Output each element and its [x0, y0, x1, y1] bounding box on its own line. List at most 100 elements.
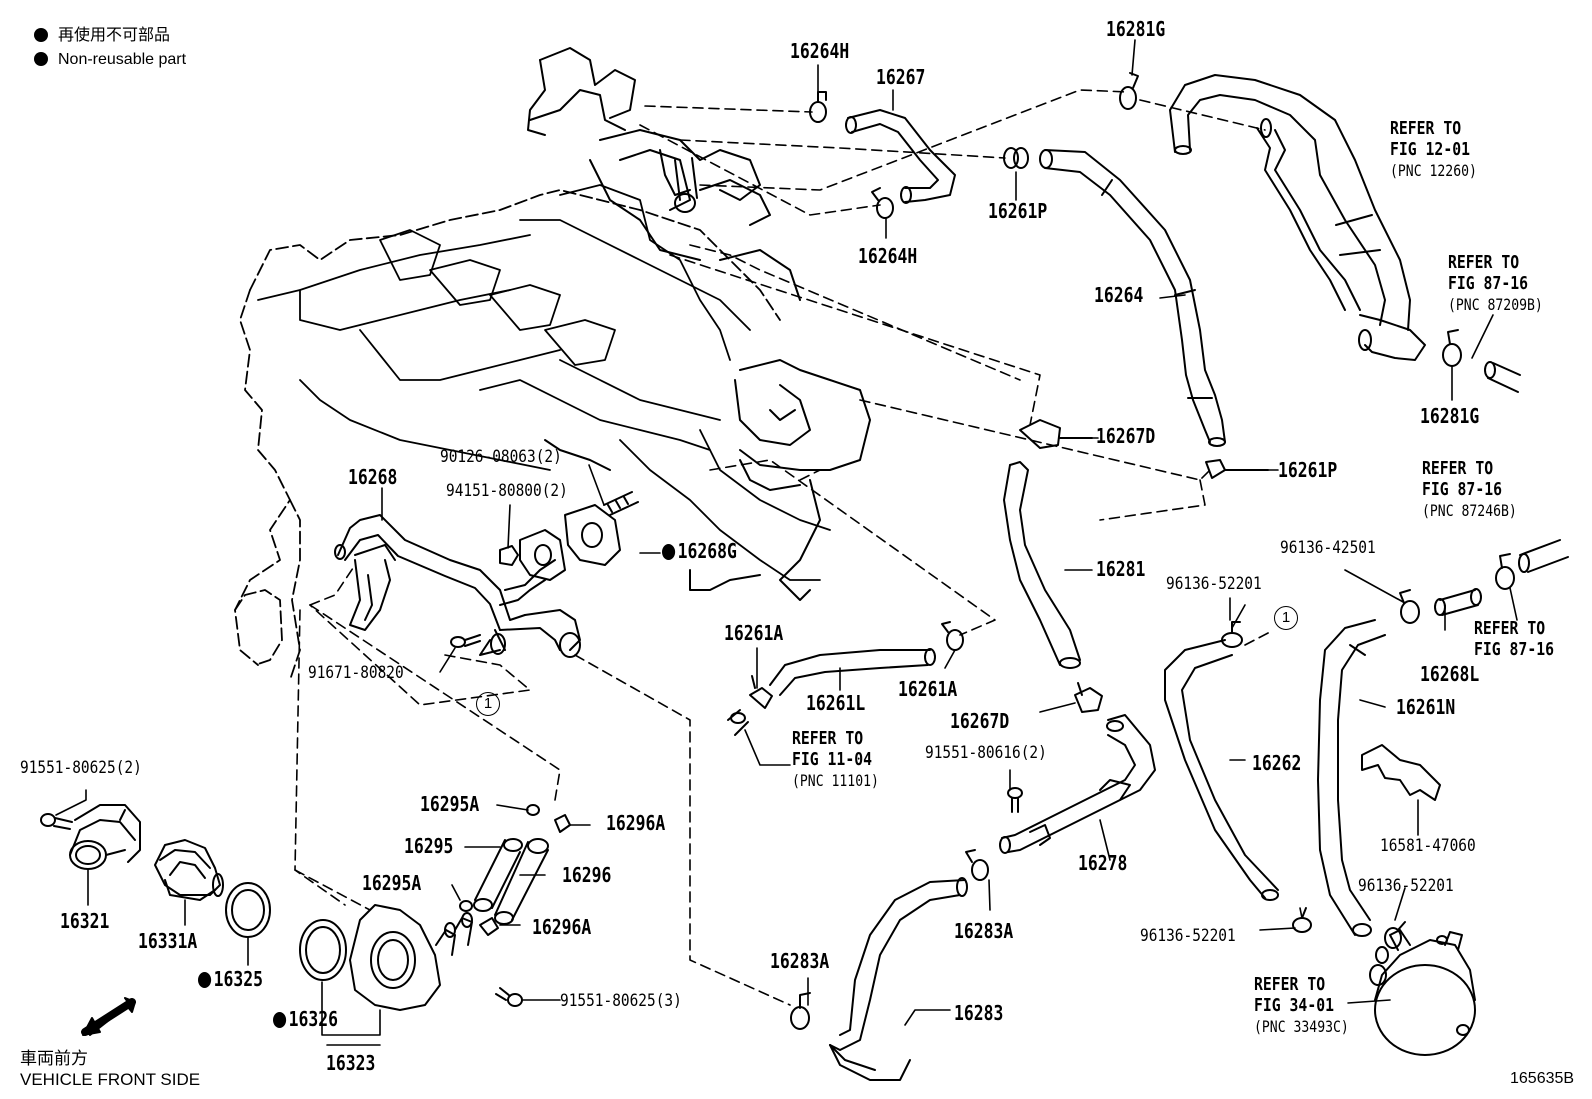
hose-16283	[829, 877, 968, 1081]
part-label-16267[interactable]: 16267	[876, 65, 926, 89]
part-label-16283[interactable]: 16283	[954, 1001, 1004, 1025]
pipe-16278	[999, 714, 1156, 854]
part-label-96136-42501[interactable]: 96136-42501	[1280, 538, 1376, 558]
part-label-16261P-top[interactable]: 16261P	[988, 199, 1048, 223]
part-label-16264H-bottom[interactable]: 16264H	[858, 244, 918, 268]
bolt-91671	[450, 634, 481, 648]
refer-line-1: REFER TO	[1390, 118, 1462, 139]
part-label-16281G-top[interactable]: 16281G	[1106, 17, 1166, 41]
part-label-90126-08063[interactable]: 90126-08063(2)	[440, 447, 562, 467]
hose-16281	[1003, 461, 1081, 669]
inlet-16321	[69, 804, 141, 870]
refer-line-2: FIG 34-01	[1254, 995, 1334, 1016]
stud-90126	[603, 491, 639, 516]
part-label-96136-52201-a[interactable]: 96136-52201	[1166, 574, 1262, 594]
part-label-16268G[interactable]: 16268G	[662, 540, 737, 562]
clamp-16261P-top	[1003, 147, 1029, 169]
refer-fig-87-16-c[interactable]: REFER TO FIG 87-16	[1474, 618, 1554, 660]
part-label-94151-80800[interactable]: 94151-80800(2)	[446, 481, 568, 501]
refer-fig-11-04[interactable]: REFER TO FIG 11-04 (PNC 11101)	[792, 728, 879, 791]
part-label-16296A-bottom[interactable]: 16296A	[532, 915, 592, 939]
refer-pnc: (PNC 12260)	[1390, 161, 1477, 180]
gasket-16268G	[564, 504, 621, 566]
part-label-16278[interactable]: 16278	[1078, 851, 1128, 875]
part-label-16261N[interactable]: 16261N	[1396, 695, 1456, 719]
clamp-87-16-right	[1495, 553, 1515, 590]
part-label-96136-52201-b[interactable]: 96136-52201	[1358, 876, 1454, 896]
part-label-16262[interactable]: 16262	[1252, 751, 1302, 775]
refer-pnc: (PNC 87246B)	[1422, 501, 1517, 520]
nut-94151	[499, 545, 519, 566]
hose-16262	[1164, 639, 1279, 901]
part-label-16283A-left[interactable]: 16283A	[770, 949, 830, 973]
non-reusable-bullet-icon	[34, 52, 48, 66]
part-label-96136-52201-c[interactable]: 96136-52201	[1140, 926, 1236, 946]
clamp-96136-52201-top	[1221, 621, 1243, 648]
refer-line-1: REFER TO	[792, 728, 864, 749]
part-label-16326[interactable]: 16326	[273, 1008, 338, 1030]
legend: 再使用不可部品 Non-reusable part	[34, 24, 186, 72]
hose-fig12	[1169, 74, 1426, 361]
pipe-11101	[727, 709, 749, 736]
pipe-16268	[334, 514, 581, 658]
refer-line-1: REFER TO	[1422, 458, 1494, 479]
part-label-16296A-top[interactable]: 16296A	[606, 811, 666, 835]
part-label-91551-80625-3[interactable]: 91551-80625(3)	[560, 991, 682, 1011]
pipe-16268L	[1434, 588, 1482, 616]
hose-16267	[845, 109, 956, 204]
clamp-16267D-bottom	[1074, 682, 1103, 713]
clamp-16281G-right	[1442, 329, 1462, 367]
part-label-16295[interactable]: 16295	[404, 834, 454, 858]
part-label-16283A-right[interactable]: 16283A	[954, 919, 1014, 943]
part-label-16281[interactable]: 16281	[1096, 557, 1146, 581]
part-label-16295A-bottom[interactable]: 16295A	[362, 871, 422, 895]
clamp-16267D-top	[1019, 419, 1093, 449]
bolt-91551-80625-2	[40, 813, 73, 830]
dashed-leaders	[294, 89, 1271, 1006]
refer-pnc: (PNC 11101)	[792, 771, 879, 790]
oil-cooler	[1369, 929, 1476, 1056]
engine-internals	[257, 184, 831, 581]
clamp-16283A-right	[965, 849, 989, 881]
part-label-16267D-bottom[interactable]: 16267D	[950, 709, 1010, 733]
part-label-16296[interactable]: 16296	[562, 863, 612, 887]
part-label-16268L[interactable]: 16268L	[1420, 662, 1480, 686]
refer-line-2: FIG 11-04	[792, 749, 872, 770]
refer-pnc: (PNC 33493C)	[1254, 1017, 1349, 1036]
part-label-16261A-left[interactable]: 16261A	[724, 621, 784, 645]
part-label-91551-80625-2[interactable]: 91551-80625(2)	[20, 758, 142, 778]
part-label-16264H-top[interactable]: 16264H	[790, 39, 850, 63]
refer-line-2: FIG 87-16	[1448, 273, 1528, 294]
part-label-16264[interactable]: 16264	[1094, 283, 1144, 307]
refer-line-1: REFER TO	[1254, 974, 1326, 995]
solid-leaders	[55, 39, 1518, 1046]
figure-id: 165635B	[1510, 1070, 1575, 1087]
flange-16268	[519, 529, 566, 581]
refer-fig-34-01[interactable]: REFER TO FIG 34-01 (PNC 33493C)	[1254, 974, 1349, 1037]
part-label-16267D-top[interactable]: 16267D	[1096, 424, 1156, 448]
engine-block	[234, 189, 781, 681]
part-label-16295A-top[interactable]: 16295A	[420, 792, 480, 816]
vehicle-front-jp: 車両前方	[20, 1049, 88, 1068]
part-label-91551-80616[interactable]: 91551-80616(2)	[925, 743, 1047, 763]
refer-fig-87-16-b[interactable]: REFER TO FIG 87-16 (PNC 87246B)	[1422, 458, 1517, 521]
part-label-16281G-right[interactable]: 16281G	[1420, 404, 1480, 428]
intake-assembly	[527, 47, 871, 601]
part-label-16261A-right[interactable]: 16261A	[898, 677, 958, 701]
part-label-16331A[interactable]: 16331A	[138, 929, 198, 953]
refer-fig-12-01[interactable]: REFER TO FIG 12-01 (PNC 12260)	[1390, 118, 1477, 181]
circle-ref-marker: 1	[476, 692, 500, 716]
clamp-96136-52201-bottom	[1292, 907, 1312, 933]
bolt-91551-80625-3	[495, 987, 523, 1007]
part-label-16325[interactable]: 16325	[198, 968, 263, 990]
part-label-16323[interactable]: 16323	[326, 1051, 376, 1075]
bolt-91551-80616	[1007, 787, 1023, 813]
part-label-16261L[interactable]: 16261L	[806, 691, 866, 715]
part-label-16581-47060[interactable]: 16581-47060	[1380, 836, 1476, 856]
part-label-91671-80820[interactable]: 91671-80820	[308, 663, 404, 683]
part-label-16261P-mid[interactable]: 16261P	[1278, 458, 1338, 482]
housing-16323	[349, 904, 473, 1011]
part-label-16268[interactable]: 16268	[348, 465, 398, 489]
refer-fig-87-16-a[interactable]: REFER TO FIG 87-16 (PNC 87209B)	[1448, 252, 1543, 315]
part-label-16321[interactable]: 16321	[60, 909, 110, 933]
